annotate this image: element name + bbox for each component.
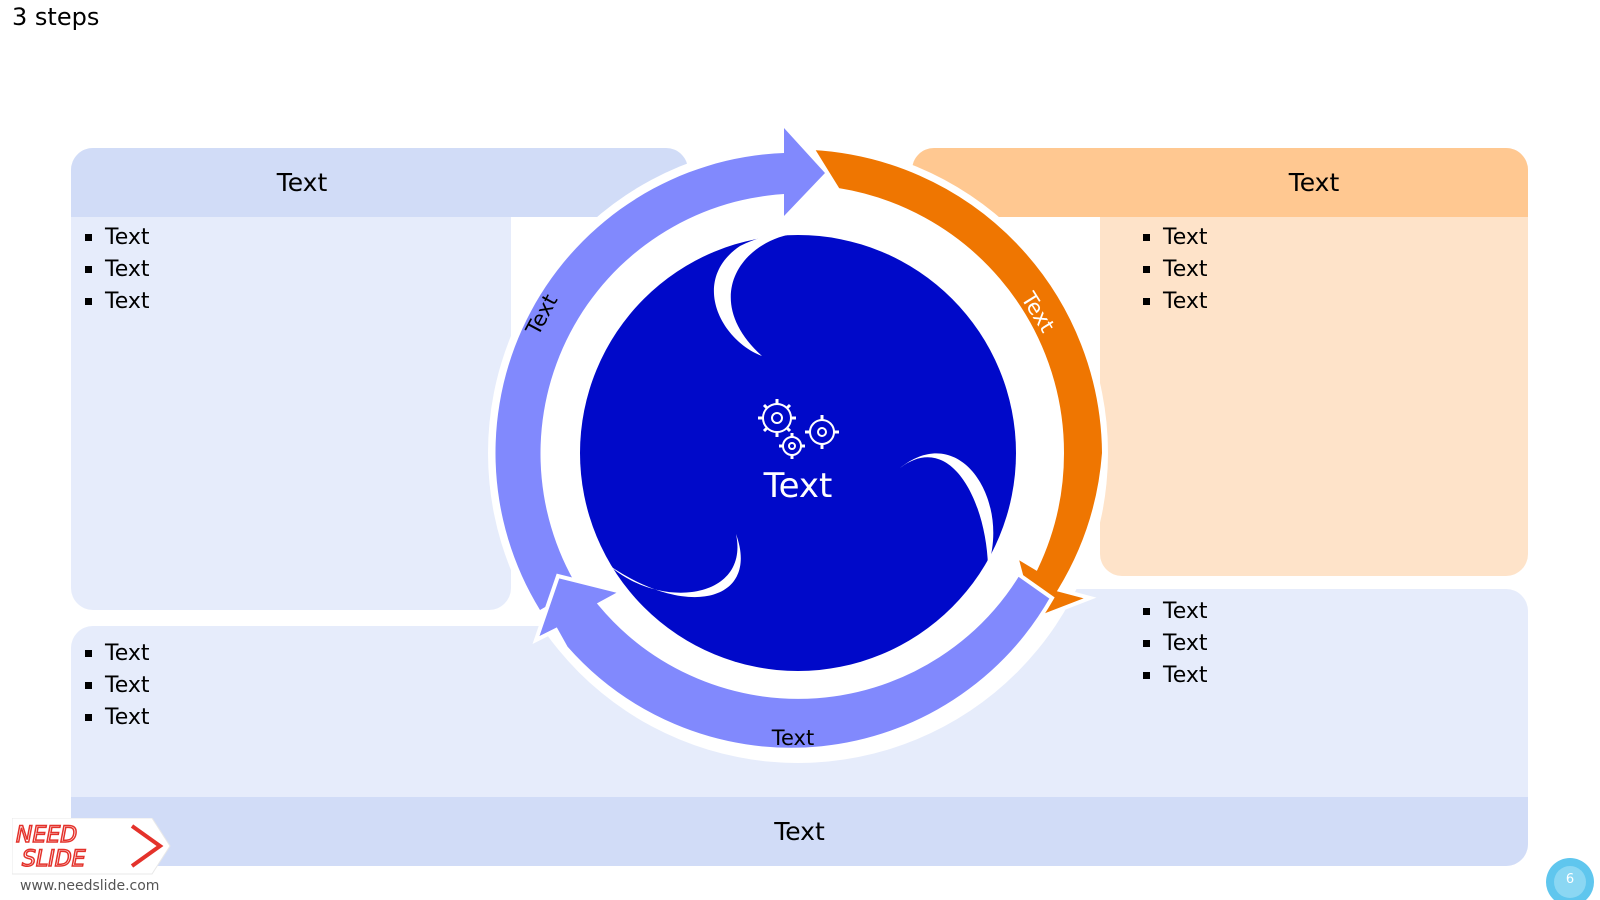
panel-top-right-header	[912, 148, 1528, 217]
cycle-arc-right	[808, 145, 1107, 623]
page-number: 6	[1565, 872, 1575, 887]
panel-top-left-header	[71, 148, 688, 217]
panel-top-left-title: Text	[276, 168, 328, 197]
list-item: Text	[1143, 628, 1208, 660]
needslide-logo: NEED SLIDE	[12, 818, 171, 875]
list-item: Text	[85, 702, 150, 734]
logo-text-need: NEED	[16, 823, 77, 848]
cycle-arc-left	[495, 128, 825, 610]
cycle-center-label: Text	[763, 466, 833, 506]
logo-text-slide: SLIDE	[22, 847, 86, 872]
list-item: Text	[85, 222, 150, 254]
footer-bar	[71, 797, 1528, 866]
panel-top-left	[71, 148, 511, 610]
page-number-badge-icon	[1546, 858, 1594, 900]
list-item: Text	[85, 286, 150, 318]
list-item: Text	[1143, 596, 1208, 628]
bullet-list-bottom-left: Text Text Text	[85, 638, 150, 734]
bullet-list-bottom-right: Text Text Text	[1143, 596, 1208, 692]
list-item: Text	[85, 638, 150, 670]
list-item: Text	[85, 254, 150, 286]
list-item: Text	[1143, 222, 1208, 254]
list-item: Text	[1143, 254, 1208, 286]
footer-title: Text	[774, 817, 825, 846]
panel-bottom-right-tab	[1045, 589, 1528, 649]
arc-label-bottom: Text	[771, 726, 814, 750]
slide-title: 3 steps	[12, 3, 100, 31]
list-item: Text	[1143, 660, 1208, 692]
gears-icon	[758, 399, 839, 459]
panel-top-right-title: Text	[1288, 168, 1340, 197]
site-url: www.needslide.com	[20, 878, 160, 894]
swoosh-right	[900, 453, 994, 566]
cycle-arc-bottom	[532, 571, 1055, 752]
list-item: Text	[1143, 286, 1208, 318]
list-item: Text	[85, 670, 150, 702]
bullet-list-top-left: Text Text Text	[85, 222, 150, 318]
swoosh-top	[713, 232, 798, 356]
bullet-list-top-right: Text Text Text	[1143, 222, 1208, 318]
panel-top-right	[1100, 148, 1528, 576]
